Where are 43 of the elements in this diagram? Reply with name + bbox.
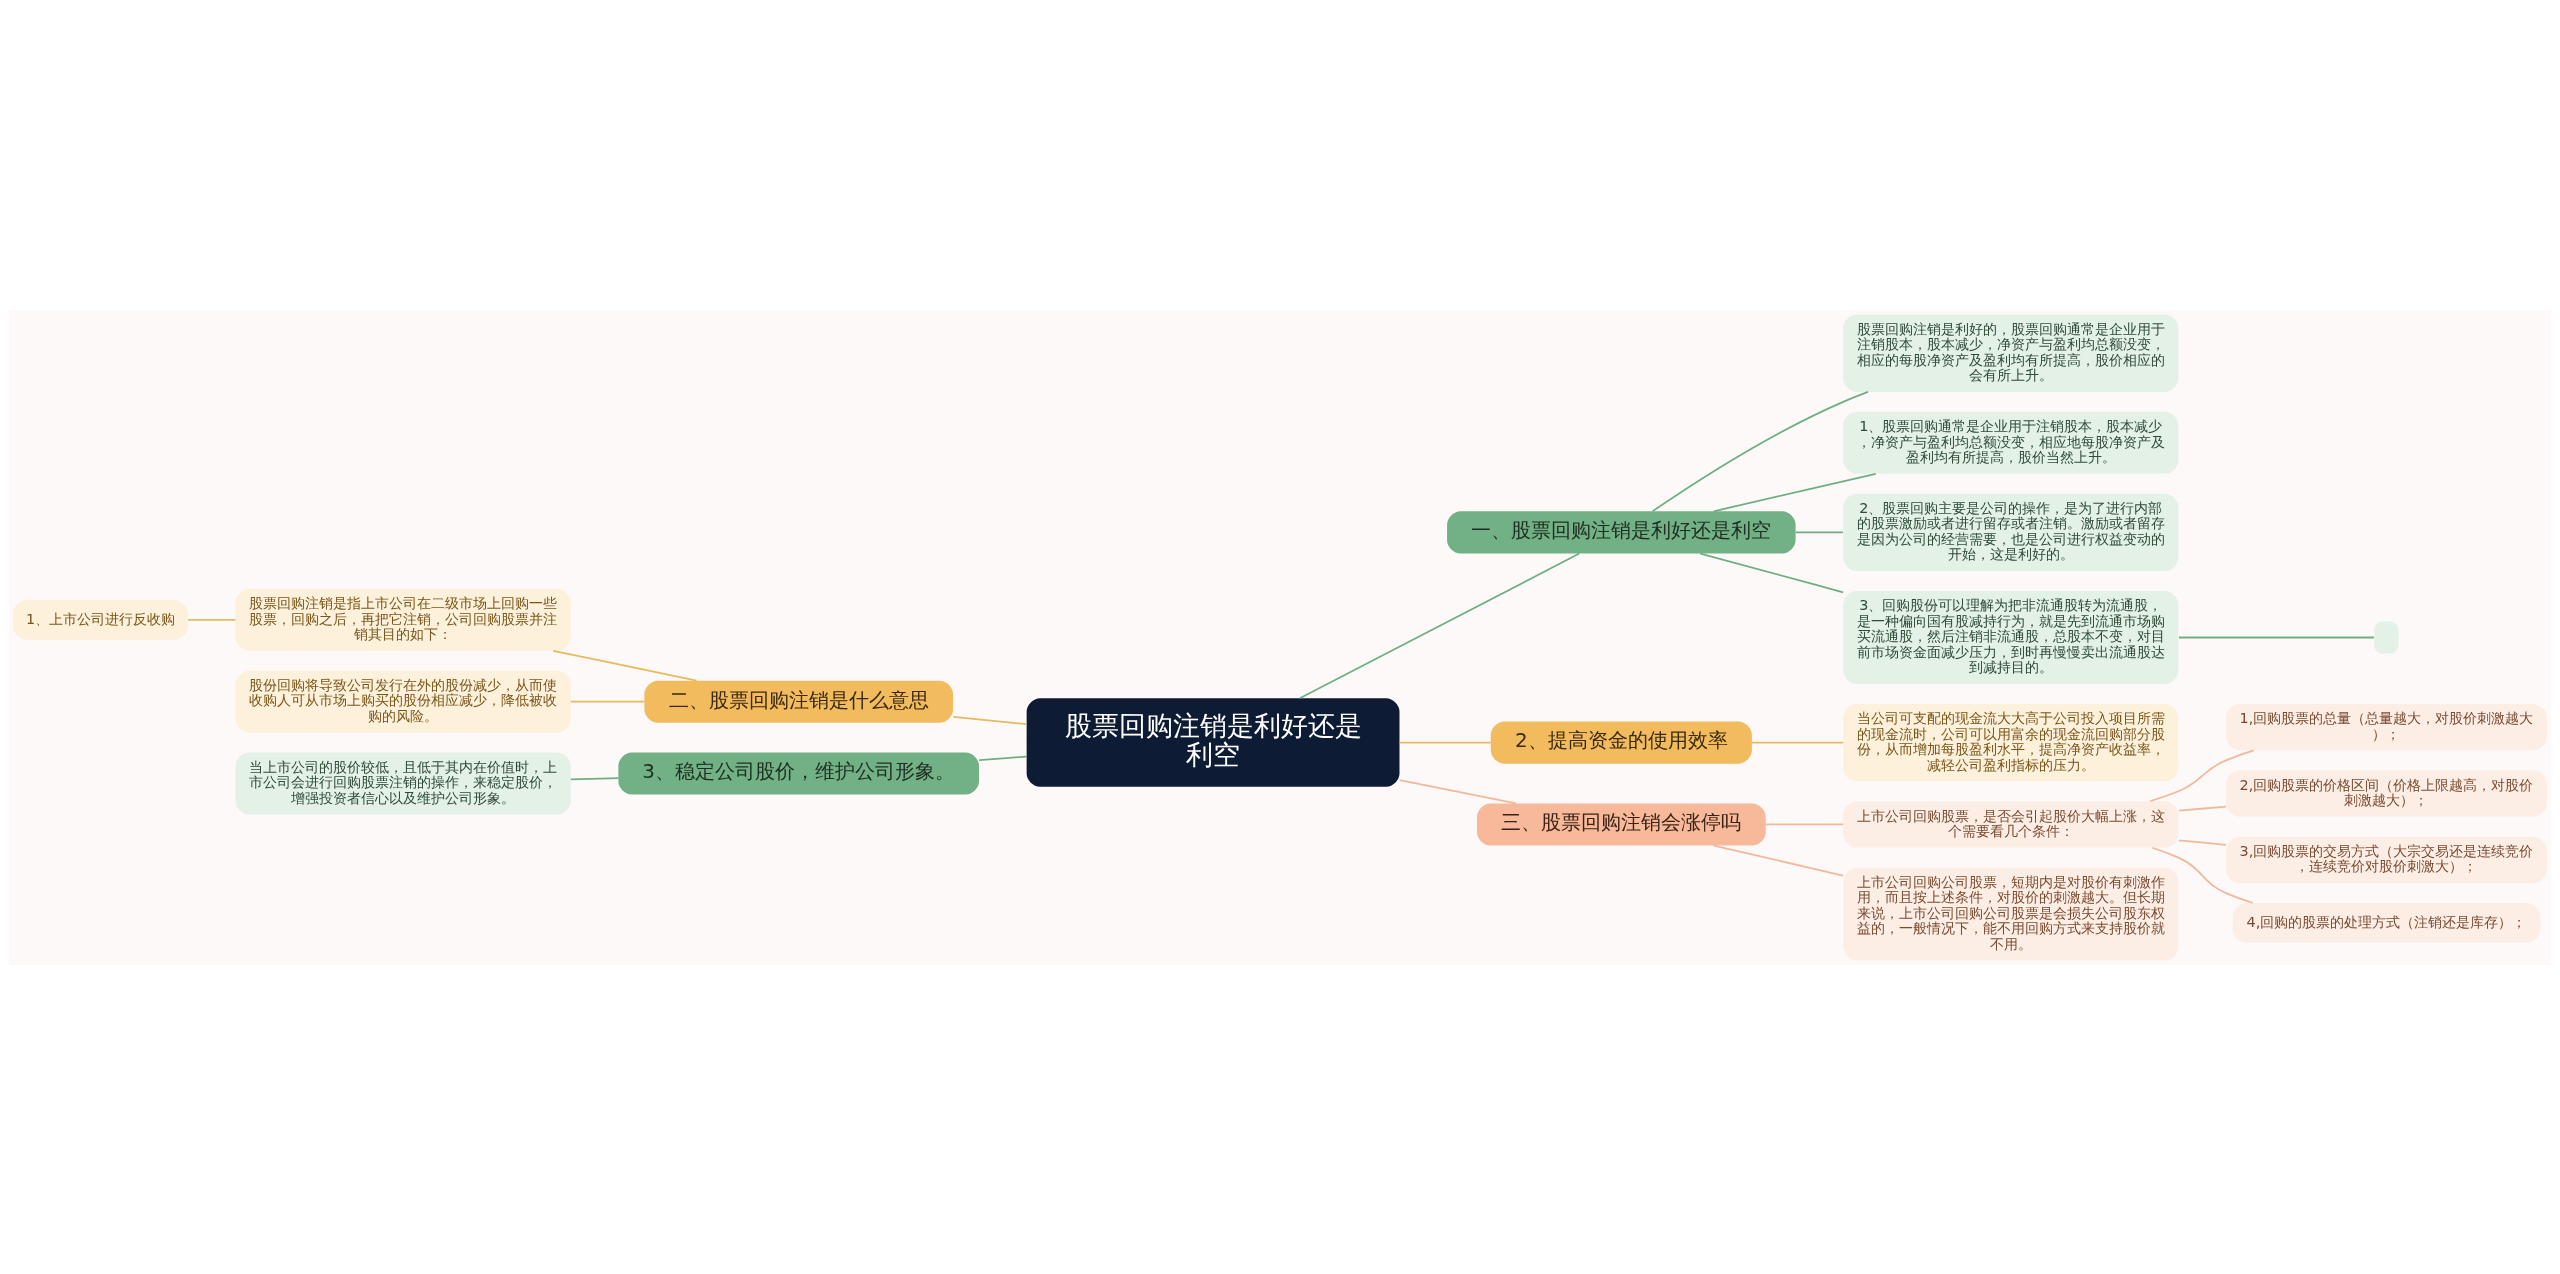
node-box: 股票回购注销是指上市公司在二级市场上回购一些股票，回购之后，再把它注销，公司回购股票并注销其目的如下： [235, 588, 571, 651]
connector [1712, 844, 1844, 876]
node-box: 4,回购的股票的处理方式（注销还是库存）； [2232, 902, 2541, 943]
connector [2178, 636, 2375, 638]
node-box: 3、稳定公司股价，维护公司形象。 [618, 752, 980, 795]
connector [2151, 846, 2254, 904]
connector [569, 776, 620, 780]
node-box: 一、股票回购注销是利好还是利空 [1447, 510, 1796, 553]
node-box: 当上市公司的股价较低，且低于其内在价值时，上市公司会进行回购股票注销的操作，来稳定股价，增强投资者信心以及维护公司形象。 [235, 752, 571, 815]
node-box [2374, 620, 2399, 654]
node-box: 股票回购注销是利好的，股票回购通常是企业用于注销股本，股本减少，净资产与盈利均总额没变，相应的每股净资产及盈利均有所提高，股价相应的会有所上升。 [1843, 313, 2179, 392]
node-box: 上市公司回购公司股票，短期内是对股价有刺激作用，而且按上述条件，对股价的刺激越大。但长期来说，上市公司回购公司股票是会损失公司股东权益的，一般情况下，能不用回购方式来支持股价就不用。 [1843, 867, 2179, 961]
connector [2178, 805, 2227, 811]
node-box: 二、股票回购注销是什么意思 [644, 680, 954, 723]
node-box: 2、股票回购主要是公司的操作，是为了进行内部的股票激励或者进行留存或者注销。激励或者留存是因为公司的经营需要，也是公司进行权益变动的开始，这是利好的。 [1843, 493, 2179, 571]
connector [952, 715, 1028, 725]
connector [1751, 741, 1844, 743]
connector [1712, 472, 1877, 512]
connector [569, 700, 645, 703]
node-box: 三、股票回购注销会涨停吗 [1476, 802, 1766, 845]
connector [2149, 749, 2255, 802]
node-box: 1、股票回购通常是企业用于注销股本，股本减少，净资产与盈利均总额没变，相应地每股净资产及盈利均有所提高，股价当然上升。 [1843, 411, 2179, 474]
connector [1794, 531, 1844, 533]
connector [1398, 741, 1492, 743]
node-box: 1,回购股票的总量（总量越大，对股价刺激越大）； [2226, 703, 2547, 750]
node-box: 3,回购股票的交易方式（大宗交易还是连续竞价，连续竞价对股价刺激大）； [2226, 836, 2547, 883]
connector [1398, 778, 1517, 804]
node-box: 股份回购将导致公司发行在外的股份减少，从而使收购人可从市场上购买的股份相应减少，降低被收购的风险。 [235, 670, 571, 733]
connector [1765, 823, 1844, 825]
connector [1651, 390, 1869, 512]
node-box: 1、上市公司进行反收购 [13, 599, 188, 640]
node-box: 3、回购股份可以理解为把非流通股转为流通股，是一种偏向国有股减持行为，就是先到流通市场购买流通股，然后注销非流通股，总股本不变，对目前市场资金面减少压力，到时再慢慢卖出流通股达到减持目的。 [1843, 590, 2179, 684]
connector [2178, 838, 2227, 846]
connector [1699, 552, 1844, 593]
node-box: 2,回购股票的价格区间（价格上限越高，对股价刺激越大）； [2226, 769, 2547, 817]
node-box: 股票回购注销是利好还是利空 [1026, 697, 1400, 787]
node-box: 2、提高资金的使用效率 [1490, 721, 1752, 764]
connector [1298, 552, 1581, 699]
node-box: 上市公司回购股票，是否会引起股价大幅上涨，这个需要看几个条件： [1843, 800, 2179, 848]
connector [187, 618, 237, 621]
connector [978, 755, 1028, 761]
node-box: 当公司可支配的现金流大大高于公司投入项目所需的现金流时，公司可以用富余的现金流回购部分股份，从而增加每股盈利水平，提高净资产收益率，减轻公司盈利指标的压力。 [1843, 703, 2179, 781]
connector [552, 649, 698, 681]
